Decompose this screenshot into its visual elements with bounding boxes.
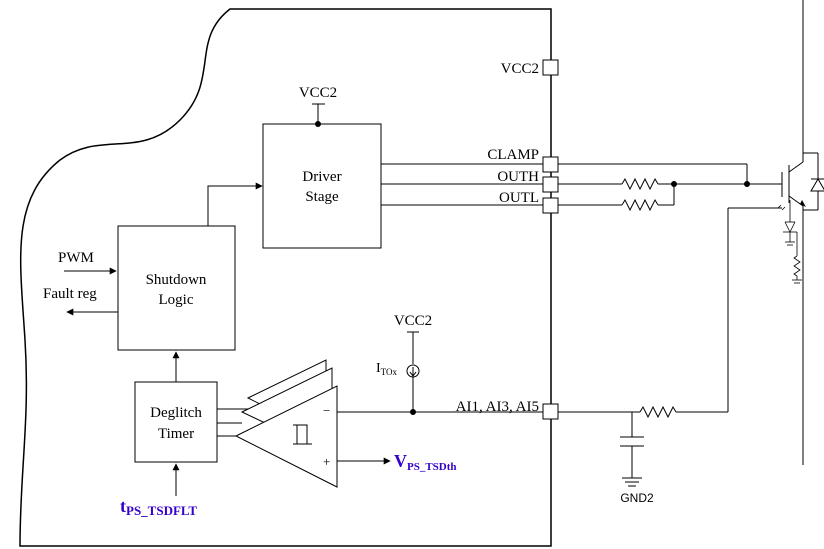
pin-ai-label: AI1, AI3, AI5 [456, 399, 539, 415]
threshold-label: VPS_TSDth [394, 451, 457, 473]
pin-clamp-label: CLAMP [487, 147, 539, 163]
sense-resistor-icon [792, 232, 802, 284]
vcc2-current-source-label: VCC2 [394, 313, 432, 329]
shutdown-to-driver-arrow [207, 182, 263, 226]
driver-stage-label-line1: Driver [302, 169, 341, 185]
shutdown-logic-block [117, 225, 236, 351]
comparator-front [234, 385, 338, 488]
deglitch-time-label: tPS_TSDFLT [120, 496, 197, 518]
gnd2-icon [622, 477, 642, 487]
current-source-label: ITOx [376, 361, 398, 377]
outl-resistor [621, 198, 659, 212]
comparator-plus: + [323, 454, 330, 469]
igbt-icon [781, 0, 824, 465]
deglitch-timer-block [134, 381, 218, 463]
pwm-label: PWM [58, 250, 94, 266]
driver-stage-label-line2: Stage [305, 189, 339, 205]
ai-resistor [639, 405, 677, 419]
pin-outl-label: OUTL [499, 190, 539, 206]
vcc2-driver-label: VCC2 [299, 85, 337, 101]
vcc2-driver-node [315, 121, 321, 127]
fault-reg-label: Fault reg [43, 286, 97, 302]
deglitch-timer-label-line2: Timer [158, 426, 194, 442]
pin-outl [542, 197, 559, 214]
hysteresis-icon [293, 424, 312, 445]
pin-outh-label: OUTH [497, 169, 539, 185]
shutdown-logic-label-line2: Logic [159, 292, 194, 308]
gnd2-label: GND2 [620, 491, 654, 505]
outh-resistor [621, 177, 659, 191]
chip-boundary [19, 8, 552, 547]
filter-capacitor-icon [612, 411, 644, 478]
pin-vcc2 [542, 59, 559, 76]
deglitch-timer-label-line1: Deglitch [150, 405, 202, 421]
driver-stage-block [262, 123, 382, 249]
pin-vcc2-label: VCC2 [501, 61, 539, 77]
sense-element-icon [777, 200, 797, 246]
shutdown-logic-label-line1: Shutdown [146, 272, 207, 288]
comparator-minus: − [323, 403, 330, 418]
pin-outh [542, 176, 559, 193]
pin-ai [542, 403, 559, 420]
pin-clamp [542, 156, 559, 173]
